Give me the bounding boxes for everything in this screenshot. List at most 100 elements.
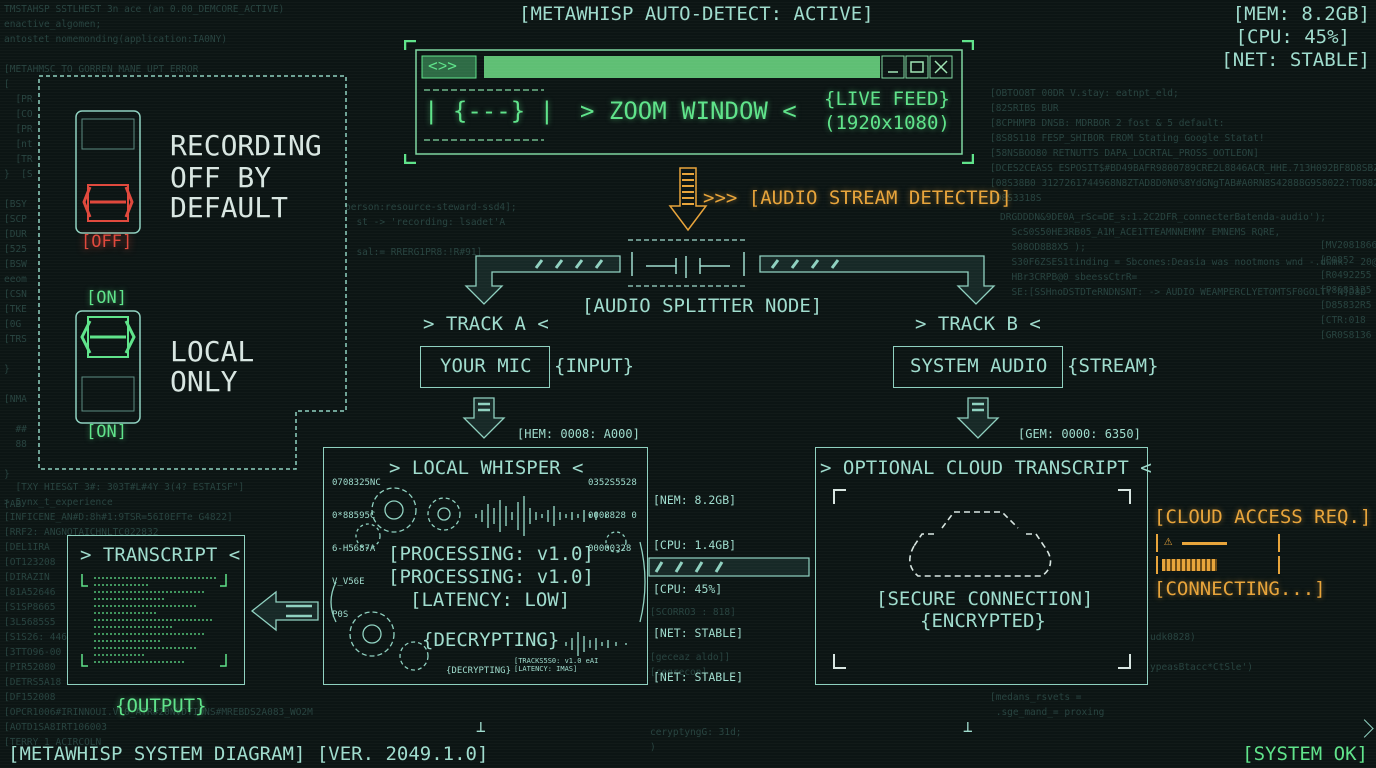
background-code-far-right: [MV2081866 [P0852 [R0492255 [P8683125 [D… [1320, 240, 1376, 341]
processing-status-2: [PROCESSING: v1.0] [388, 566, 594, 588]
zoom-live-feed: {LIVE FEED} [824, 88, 950, 110]
transcript-text-lines [81, 574, 227, 667]
cloud-graphics [833, 489, 1131, 669]
zoom-resolution: (1920x1080) [824, 112, 950, 134]
car-icon-off [68, 107, 148, 237]
hex-left-4: P0S [332, 610, 349, 620]
background-code-left-lower: [TXY HIES&T 3#: 303T#L#4Y 3(4? ESTAISF"]… [4, 482, 313, 748]
background-code-mid: person:resource-steward-ssd4]; st -> 're… [345, 202, 517, 258]
recording-off-line2: OFF BY [170, 161, 272, 194]
stat-net: [NET: STABLE] [1221, 49, 1370, 71]
hex-left-0: 0708325NC [332, 478, 381, 488]
hex-left-3: V_V56E [332, 577, 365, 587]
splitter-label: [AUDIO SPLITTER NODE] [582, 295, 823, 317]
side-stat-1: [CPU: 1.4GB] [653, 537, 737, 552]
processing-status-1: [PROCESSING: v1.0] [388, 543, 594, 565]
cloud-access-progress-bar [1162, 559, 1217, 571]
recording-panel: [OFF] RECORDING OFF BY DEFAULT [ON] [ON]… [38, 75, 348, 470]
waveform-icon [475, 496, 627, 656]
local-whisper-graphics [330, 487, 646, 671]
audio-stream-label: >>> [AUDIO STREAM DETECTED] [703, 187, 1012, 209]
latency-status: [LATENCY: LOW] [410, 589, 571, 611]
background-code-bottom: [SCORRO3 : 818] [geceaz aldo]] [cegrecon… [650, 607, 742, 753]
tick-mark-mid: ⊥ [963, 717, 973, 736]
hex-left-2: 6-H5687A [332, 544, 376, 554]
zoom-brace-glyph: | {---} | [424, 97, 555, 125]
arrow-left-branch-icon [464, 255, 621, 305]
decrypting-status: {DECRYPTING} [422, 629, 560, 651]
arrow-down-track-a-icon [462, 397, 506, 439]
connector-bar [648, 557, 810, 577]
track-b-tag: {STREAM} [1067, 355, 1159, 377]
background-code-mid-right: DRGDDDN&9DE0A_rSc=DE_s:1.2C2DFR_connecte… [1000, 212, 1376, 298]
local-whisper-footer: [TRACKS5S0: v1.0 eAI [LATENCY: IMAS] [514, 657, 599, 673]
secure-connection-label: [SECURE CONNECTION] [876, 588, 1094, 610]
hex-right-0: 0352S5528 [588, 478, 637, 488]
splitter-node-icon [628, 239, 746, 287]
car-on-icon [75, 310, 141, 424]
cloud-mem-tag: [GEM: 0000: 6350] [1018, 427, 1141, 441]
local-on-bottom-label: [ON] [86, 422, 127, 442]
system-audio-label: SYSTEM AUDIO [910, 355, 1048, 377]
recording-off-line1: RECORDING [170, 129, 322, 162]
arrow-down-icon [668, 167, 708, 232]
cloud-access-progress-1: ⚠ [1156, 533, 1280, 552]
encrypted-label: {ENCRYPTED} [920, 610, 1046, 632]
side-stats: [NEM: 8.2GB] [CPU: 1.4GB] [CPU: 45%] [NE… [653, 464, 743, 699]
background-code-bottom-right: [medans_rsvets = .sge_mand_= proxing [990, 692, 1105, 718]
local-whisper-title: > LOCAL WHISPER < [389, 457, 584, 479]
cloud-access-progress-2 [1156, 556, 1280, 574]
stat-cpu: [CPU: 45%] [1235, 26, 1350, 48]
footer-right: [SYSTEM OK] [1242, 743, 1368, 765]
header-title: [METAWHISP AUTO-DETECT: ACTIVE] [519, 3, 874, 25]
corner-mark [1355, 719, 1374, 738]
car-off-icon [75, 110, 141, 234]
local-whisper-hex-right: 0352S5528 0008828 0 00000328 [588, 456, 637, 566]
your-mic-box [420, 346, 550, 388]
recording-off-label: [OFF] [81, 232, 133, 252]
cloud-icon [909, 511, 1052, 577]
local-whisper-panel [323, 447, 648, 685]
cloud-access-title: [CLOUD ACCESS REQ.] [1154, 506, 1372, 528]
hex-right-1: 0008828 0 [588, 511, 637, 521]
track-b-label: > TRACK B < [915, 313, 1041, 335]
arrow-down-track-b-icon [956, 397, 1000, 439]
decrypting-small: {DECRYPTING} [446, 666, 512, 676]
cloud-transcript-title: > OPTIONAL CLOUD TRANSCRIPT < [820, 457, 1152, 479]
zoom-window-title: > ZOOM WINDOW < [580, 97, 797, 125]
your-mic-label: YOUR MIC [440, 355, 532, 377]
track-a-tag: {INPUT} [554, 355, 635, 377]
gear-icon [349, 487, 627, 671]
connecting-status: [CONNECTING...] [1154, 578, 1326, 600]
system-audio-box [893, 346, 1063, 388]
side-stat-3: [NET: STABLE] [653, 625, 744, 640]
zoom-window: <˃> | {---} | > ZOOM WINDOW < {LIVE FEED… [404, 40, 974, 164]
cloud-access-progress-fill [1182, 542, 1227, 545]
background-code-right-edge: udk0828) ypeasBtacc*CtSle') [1150, 632, 1253, 673]
hex-left-1: 0*88595C [332, 511, 376, 521]
cloud-transcript-panel [815, 447, 1148, 685]
local-whisper-hex-left: 0708325NC 0*88595C 6-H5687A V_V56E P0S [332, 456, 381, 632]
tick-mark-left: ⊥ [476, 717, 486, 736]
background-code-left: TMSTAHSP SSTLHEST 3n ace (an 0.00_DEMCOR… [4, 4, 285, 510]
side-stat-2: [CPU: 45%] [653, 581, 723, 596]
local-whisper-mem-tag: [HEM: 0008: A000] [517, 427, 640, 441]
zoom-window-frame [404, 40, 974, 164]
transcript-title: > TRANSCRIPT < [80, 544, 241, 566]
local-on-top-label: [ON] [86, 288, 127, 308]
warning-icon: ⚠ [1164, 533, 1173, 549]
side-stat-0: [NEM: 8.2GB] [653, 493, 737, 508]
transcript-panel [67, 535, 245, 685]
zoom-nav-glyph[interactable]: <˃> [428, 56, 457, 75]
side-stat-4: [NET: STABLE] [653, 669, 744, 684]
stat-mem: [MEM: 8.2GB] [1232, 3, 1370, 25]
local-only-line2: ONLY [170, 365, 238, 398]
local-only-line1: LOCAL [170, 335, 255, 368]
arrow-left-icon [250, 590, 319, 632]
hex-right-2: 00000328 [588, 544, 632, 554]
recording-off-line3: DEFAULT [170, 191, 289, 224]
track-a-label: > TRACK A < [423, 313, 549, 335]
footer-left: [METAWHISP SYSTEM DIAGRAM] [VER. 2049.1.… [8, 743, 489, 765]
car-icon-on [68, 307, 148, 427]
transcript-output-tag: {OUTPUT} [115, 695, 207, 717]
